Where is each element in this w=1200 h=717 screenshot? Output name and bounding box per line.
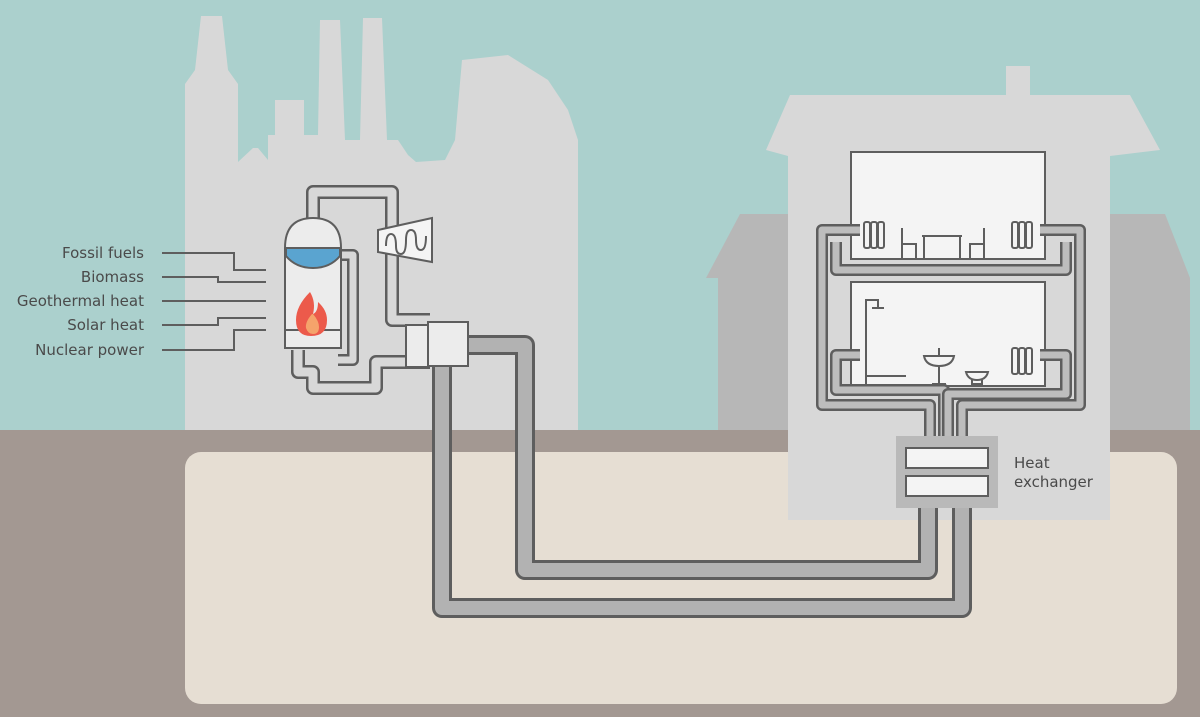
energy-source-label: Geothermal heat	[17, 292, 144, 310]
boiler	[284, 216, 342, 349]
plant-connector	[405, 324, 429, 368]
radiator-icon	[1011, 221, 1033, 249]
toilet-icon	[964, 371, 990, 385]
energy-source-label: Biomass	[81, 268, 144, 286]
radiator-icon	[863, 221, 885, 249]
district-heating-pipes	[432, 335, 972, 618]
turbine-icon	[377, 216, 433, 264]
energy-source-lines	[162, 252, 266, 351]
energy-source-label: Nuclear power	[35, 341, 145, 359]
energy-source-label: Solar heat	[67, 316, 144, 334]
water-level	[285, 247, 341, 270]
factory	[185, 16, 578, 430]
house-chimney	[1006, 66, 1030, 96]
plant-circuit	[291, 185, 430, 395]
chair-icon	[901, 228, 917, 258]
heat-exchanger-label-line2: exchanger	[1014, 473, 1094, 491]
table-icon	[922, 235, 962, 258]
sink-icon	[922, 348, 956, 385]
flame-icon	[296, 292, 327, 336]
house-pipes	[816, 224, 1086, 445]
plant-heat-exchanger	[427, 321, 469, 367]
shower-icon	[865, 299, 884, 384]
house-heat-exchanger	[896, 436, 998, 508]
heat-exchanger-label-line1: Heat	[1014, 454, 1050, 472]
radiator-icon	[1011, 347, 1033, 375]
energy-source-label: Fossil fuels	[62, 244, 144, 262]
chair-icon	[969, 228, 985, 258]
